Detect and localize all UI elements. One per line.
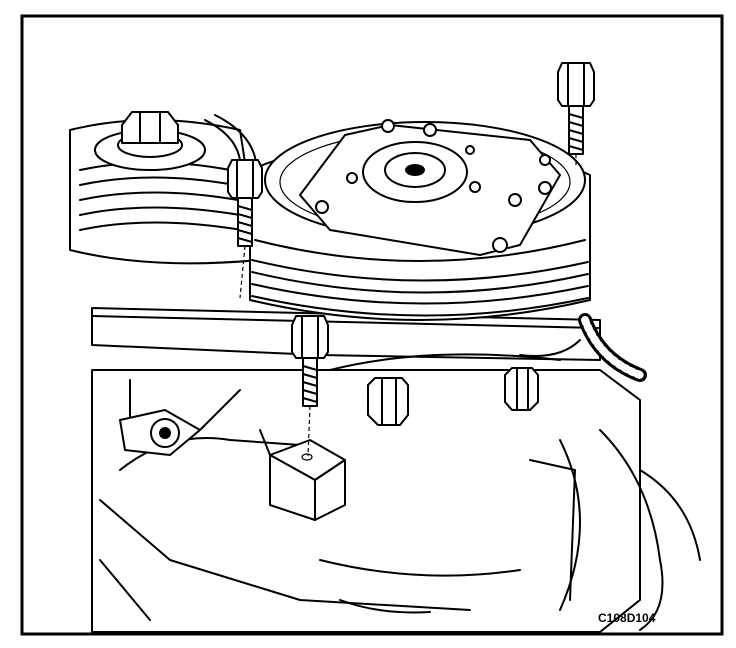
clutch-plate	[264, 119, 586, 256]
bracket-block	[269, 439, 346, 521]
compressor-mount-nut-right	[504, 367, 539, 411]
left-pulley	[69, 111, 261, 265]
engine-block	[91, 369, 701, 633]
mounting-bolt-center	[291, 315, 329, 457]
mounting-bolt-right	[557, 62, 595, 168]
mounting-bolt-left	[227, 159, 263, 299]
mounting-boss	[119, 409, 201, 456]
wiring-harness	[578, 313, 647, 382]
compressor-body	[329, 339, 581, 371]
compressor-mount-nut-left	[367, 377, 409, 426]
figure-code: C108D104	[598, 611, 656, 625]
